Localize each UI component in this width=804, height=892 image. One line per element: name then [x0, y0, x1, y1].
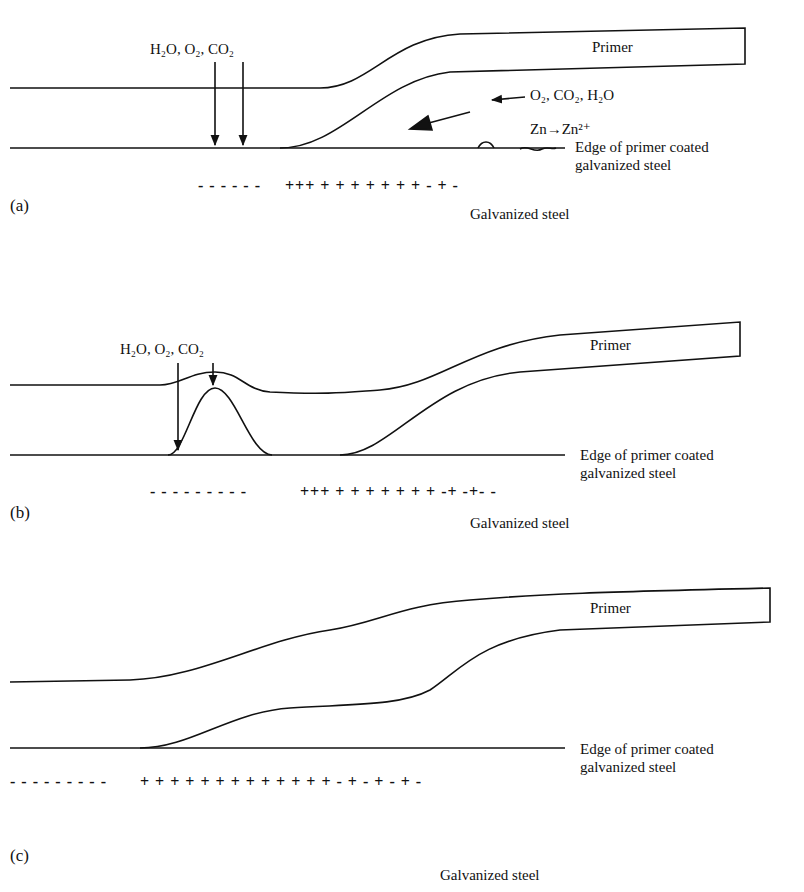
charge-signs: + + + + + + + + + + + + + - + - + - + - [140, 772, 422, 791]
diffusion-arrow [212, 363, 214, 385]
charge-signs: - - - - - - [198, 176, 261, 195]
charge-signs: - - - - - - - - - [10, 772, 107, 791]
species-label: O₂, CO₂, H₂O [530, 86, 614, 104]
species-label: H₂O, O₂, CO₂ [150, 40, 234, 58]
substrate-label: Galvanized steel [440, 866, 540, 884]
edge-label: Edge of primer coated galvanized steel [575, 138, 765, 174]
arrow-head [410, 116, 432, 130]
primer-band [10, 28, 745, 148]
diffusion-arrow [177, 363, 179, 450]
charge-signs: +++ + + + + + + + -+ -+- - [300, 482, 497, 501]
reaction-label: Zn→Zn²⁺ [530, 120, 591, 138]
primer-band [10, 322, 740, 455]
edge-label: Edge of primer coated galvanized steel [580, 446, 770, 482]
primer-band [10, 588, 770, 748]
species-label: H₂O, O₂, CO₂ [120, 340, 204, 358]
diffusion-arrow [425, 112, 470, 124]
layer-name: Primer [590, 336, 631, 354]
substrate-label: Galvanized steel [470, 205, 570, 223]
panel-letter: (a) [10, 196, 29, 216]
charge-signs: +++ + + + + + + + - + - [285, 176, 459, 195]
panel-letter: (b) [10, 503, 30, 523]
charge-signs: - - - - - - - - - [150, 482, 247, 501]
diffusion-arrow [492, 97, 525, 100]
panel-letter: (c) [10, 846, 29, 866]
steel-surface [10, 454, 565, 456]
blister [168, 388, 272, 455]
steel-surface [10, 747, 565, 749]
layer-name: Primer [592, 38, 633, 56]
substrate-label: Galvanized steel [470, 514, 570, 532]
zinc-dissolution-mark [478, 142, 556, 150]
layer-name: Primer [590, 599, 631, 617]
edge-label: Edge of primer coated galvanized steel [580, 740, 770, 776]
diffusion-arrow [242, 62, 244, 145]
diffusion-arrow [214, 62, 216, 145]
